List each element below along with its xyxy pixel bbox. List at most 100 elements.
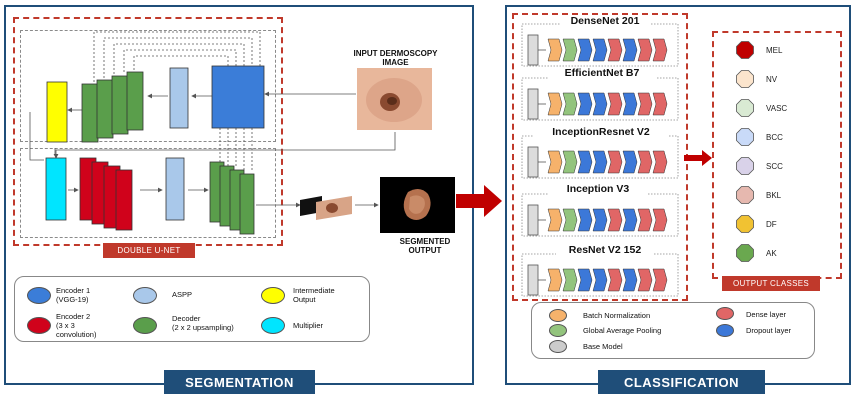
dense-layer-legend-label: Dense layer — [746, 310, 787, 319]
aspp-legend-icon — [133, 287, 157, 304]
classifier-models-diagram — [521, 23, 679, 297]
aspp-block-top — [169, 67, 189, 129]
network-layer-block — [652, 150, 668, 174]
classes-arrow — [684, 150, 712, 166]
network-layer-block — [592, 150, 608, 174]
decoder-legend-icon — [133, 317, 157, 334]
network-layer-block — [577, 208, 593, 232]
segmentation-panel-label: SEGMENTATION — [164, 370, 315, 394]
network-layer-block — [607, 38, 623, 62]
output-class-label: BKL — [766, 190, 782, 200]
segmentation-legend — [14, 276, 370, 342]
output-class-label: DF — [766, 219, 777, 229]
network-layer-block — [652, 92, 668, 116]
output-class-item: NV — [736, 70, 777, 88]
flow-arrow — [456, 185, 502, 217]
octagon-icon — [736, 70, 754, 88]
network-layer-block — [607, 208, 623, 232]
intermediate-output-block — [46, 81, 68, 143]
base-model-block — [527, 204, 539, 236]
octagon-icon — [736, 99, 754, 117]
output-class-item: BKL — [736, 186, 781, 204]
network-layer-block — [577, 92, 593, 116]
octagon-icon — [736, 186, 754, 204]
network-layer-block — [562, 38, 578, 62]
base-model-legend-label: Base Model — [583, 342, 623, 351]
network-layer-block — [547, 92, 563, 116]
base-model-block — [527, 146, 539, 178]
encoder1-block — [211, 65, 265, 129]
network-layer-block — [652, 38, 668, 62]
gap-legend-label: Global Average Pooling — [583, 326, 662, 335]
network-layer-block — [652, 208, 668, 232]
octagon-icon — [736, 215, 754, 233]
segmented-output-image — [380, 177, 455, 233]
gap-legend-icon — [549, 324, 567, 337]
dense-layer-legend-icon — [716, 307, 734, 320]
base-model-block — [527, 264, 539, 296]
network-layer-block — [577, 150, 593, 174]
network-layer-block — [607, 150, 623, 174]
network-layer-block — [577, 38, 593, 62]
network-layer-block — [547, 150, 563, 174]
double-unet-label: DOUBLE U-NET — [103, 243, 195, 258]
multiplier-legend-label: Multiplier — [293, 321, 324, 330]
network-layer-block — [622, 268, 638, 292]
classification-panel-label: CLASSIFICATION — [598, 370, 765, 394]
network-title-resnet-v2-152: ResNet V2 152 — [556, 244, 654, 256]
multiplier-legend-icon — [261, 317, 285, 334]
output-class-label: MEL — [766, 45, 783, 55]
network-layer-block — [637, 268, 653, 292]
double-unet-diagram — [29, 31, 455, 235]
output-class-item: MEL — [736, 41, 782, 59]
multiplier-block — [45, 157, 67, 221]
input-dermoscopy-image — [357, 68, 432, 130]
octagon-icon — [736, 157, 754, 175]
network-layer-block — [622, 150, 638, 174]
network-title-inceptionresnet-v2: InceptionResnet V2 — [534, 126, 668, 138]
output-class-item: BCC — [736, 128, 783, 146]
network-layer-block — [607, 268, 623, 292]
output-class-item: AK — [736, 244, 777, 262]
octagon-icon — [736, 41, 754, 59]
output-class-label: AK — [766, 248, 777, 258]
network-layer-block — [637, 150, 653, 174]
network-title-inception-v3: Inception V3 — [548, 183, 648, 195]
batch-norm-legend-icon — [549, 309, 567, 322]
network-layer-block — [622, 38, 638, 62]
network-layer-block — [592, 92, 608, 116]
network-title-efficientnet-b7: EfficientNet B7 — [548, 67, 656, 79]
network-layer-block — [547, 38, 563, 62]
network-layer-block — [562, 268, 578, 292]
output-classes-region — [712, 31, 842, 279]
base-model-block — [527, 34, 539, 66]
batch-norm-legend-label: Batch Normalization — [583, 311, 651, 320]
mask-images — [300, 196, 352, 220]
network-layer-block — [577, 268, 593, 292]
output-class-item: VASC — [736, 99, 787, 117]
network-layer-block — [592, 208, 608, 232]
network-layer-block — [622, 92, 638, 116]
network-layer-block — [562, 92, 578, 116]
intermediate-output-legend-label: Intermediate Output — [293, 286, 335, 304]
output-class-item: SCC — [736, 157, 783, 175]
output-class-label: VASC — [766, 103, 788, 113]
network-title-densenet201: DenseNet 201 — [560, 15, 650, 27]
unet-2-region — [20, 148, 276, 238]
base-model-block — [527, 88, 539, 120]
dropout-layer-legend-label: Dropout layer — [746, 326, 792, 335]
network-layer-block — [547, 208, 563, 232]
octagon-icon — [736, 128, 754, 146]
unet-1-region — [20, 30, 276, 142]
network-layer-block — [637, 92, 653, 116]
classification-legend — [531, 302, 815, 359]
network-layer-block — [592, 268, 608, 292]
network-layer-block — [592, 38, 608, 62]
output-class-label: SCC — [766, 161, 783, 171]
base-model-legend-icon — [549, 340, 567, 353]
encoder1-legend-icon — [27, 287, 51, 304]
network-layer-block — [562, 150, 578, 174]
segmented-output-title: SEGMENTED OUTPUT — [399, 237, 451, 255]
input-image-title: INPUT DERMOSCOPY IMAGE — [353, 49, 438, 67]
network-layer-block — [562, 208, 578, 232]
